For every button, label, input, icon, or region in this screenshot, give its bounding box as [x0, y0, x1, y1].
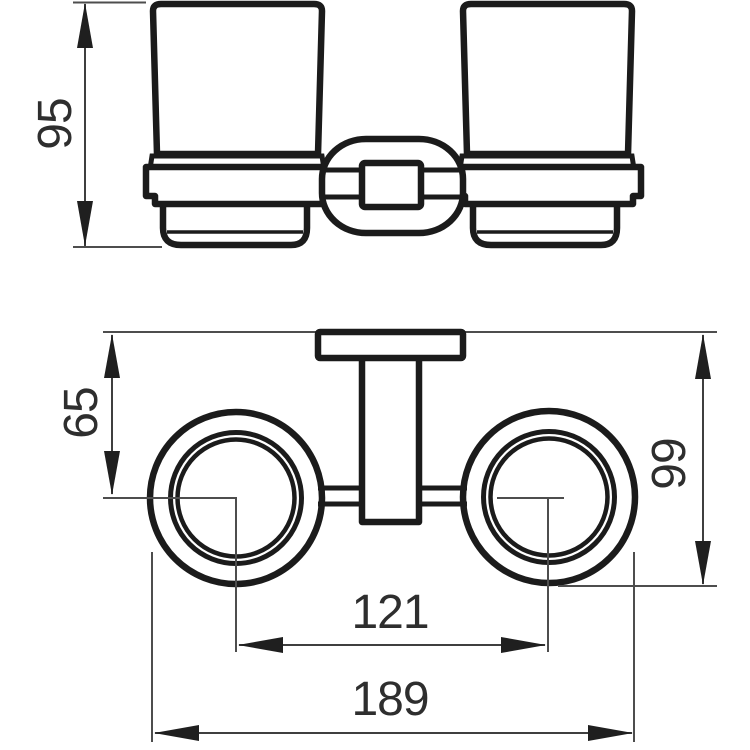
dim-arrow-up-icon — [695, 334, 711, 379]
dimension-width-label: 189 — [351, 673, 428, 726]
dim-arrow-down-icon — [104, 451, 120, 495]
dim-arrow-right-icon — [501, 637, 546, 653]
mount-stem — [358, 351, 423, 526]
plan-view: 65 99 121 189 — [55, 328, 717, 742]
dim-arrow-down-icon — [77, 201, 93, 246]
cup-right — [456, 4, 641, 245]
dimension-centers-label: 121 — [351, 586, 428, 639]
dim-arrow-left-icon — [238, 637, 283, 653]
dim-arrow-up-icon — [77, 3, 93, 48]
bracket-center-block — [358, 159, 425, 211]
dimension-depth-label: 99 — [643, 438, 696, 489]
dimension-wall-to-center-label: 65 — [55, 387, 108, 438]
holder-band — [142, 163, 335, 208]
cup-left — [142, 0, 335, 249]
cup-body — [149, 0, 326, 158]
dim-arrow-up-icon — [104, 334, 120, 378]
side-elevation-view: 95 — [29, 0, 641, 249]
dim-arrow-left-icon — [154, 725, 199, 741]
dim-arrow-down-icon — [695, 541, 711, 585]
wall-plate — [314, 328, 467, 362]
dimension-height-label: 95 — [29, 98, 82, 149]
dim-arrow-right-icon — [588, 725, 633, 741]
